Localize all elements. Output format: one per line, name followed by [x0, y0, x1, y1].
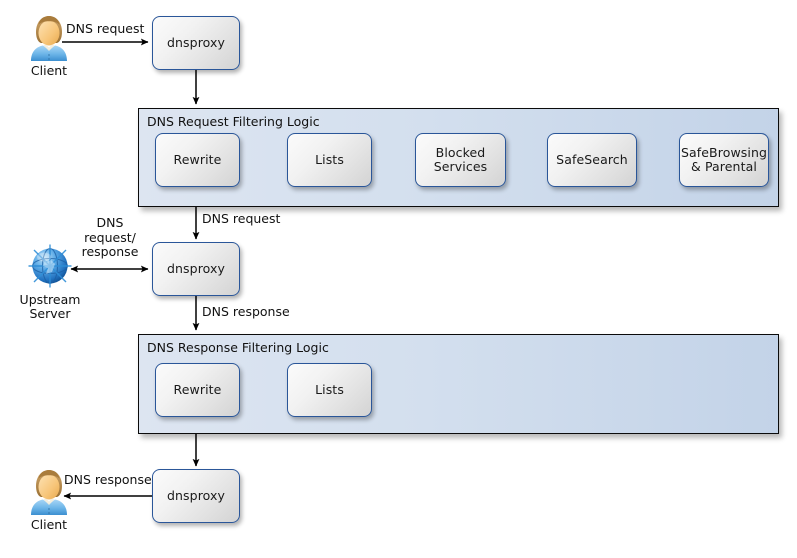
actor-client-bottom-caption: Client — [30, 517, 68, 532]
person-icon — [31, 16, 67, 61]
stage-req-rewrite[interactable]: Rewrite — [155, 133, 240, 187]
group-response-filtering: DNS Response Filtering Logic — [138, 334, 779, 434]
group-response-filtering-title: DNS Response Filtering Logic — [147, 340, 329, 355]
actor-client-top: Client — [22, 14, 76, 78]
actor-client-bottom: Client — [22, 468, 76, 532]
group-request-filtering-title: DNS Request Filtering Logic — [147, 114, 320, 129]
edge-label-upstream-request-response: DNS request/ response — [81, 215, 139, 259]
stage-req-safebrowsing-parental[interactable]: SafeBrowsing & Parental — [679, 133, 769, 187]
dnsproxy-node-3[interactable]: dnsproxy — [152, 469, 240, 523]
edge-label-client-to-dnsproxy1: DNS request — [66, 21, 145, 36]
stage-req-blocked-services[interactable]: Blocked Services — [415, 133, 506, 187]
edge-label-request-to-dnsproxy2: DNS request — [202, 211, 281, 226]
actor-upstream-server-caption: Upstream Server — [19, 292, 81, 321]
stage-res-rewrite[interactable]: Rewrite — [155, 363, 240, 417]
actor-upstream-server: Upstream Server — [14, 241, 86, 321]
person-icon — [31, 470, 67, 515]
edge-label-dnsproxy2-to-response-group: DNS response — [202, 304, 290, 319]
stage-req-safesearch[interactable]: SafeSearch — [547, 133, 637, 187]
edge-label-dnsproxy3-to-client: DNS response — [64, 472, 152, 487]
dnsproxy-node-1[interactable]: dnsproxy — [152, 16, 240, 70]
actor-client-top-caption: Client — [30, 63, 68, 78]
globe-icon — [28, 244, 72, 288]
stage-res-lists[interactable]: Lists — [287, 363, 372, 417]
dnsproxy-node-2[interactable]: dnsproxy — [152, 242, 240, 296]
stage-req-lists[interactable]: Lists — [287, 133, 372, 187]
